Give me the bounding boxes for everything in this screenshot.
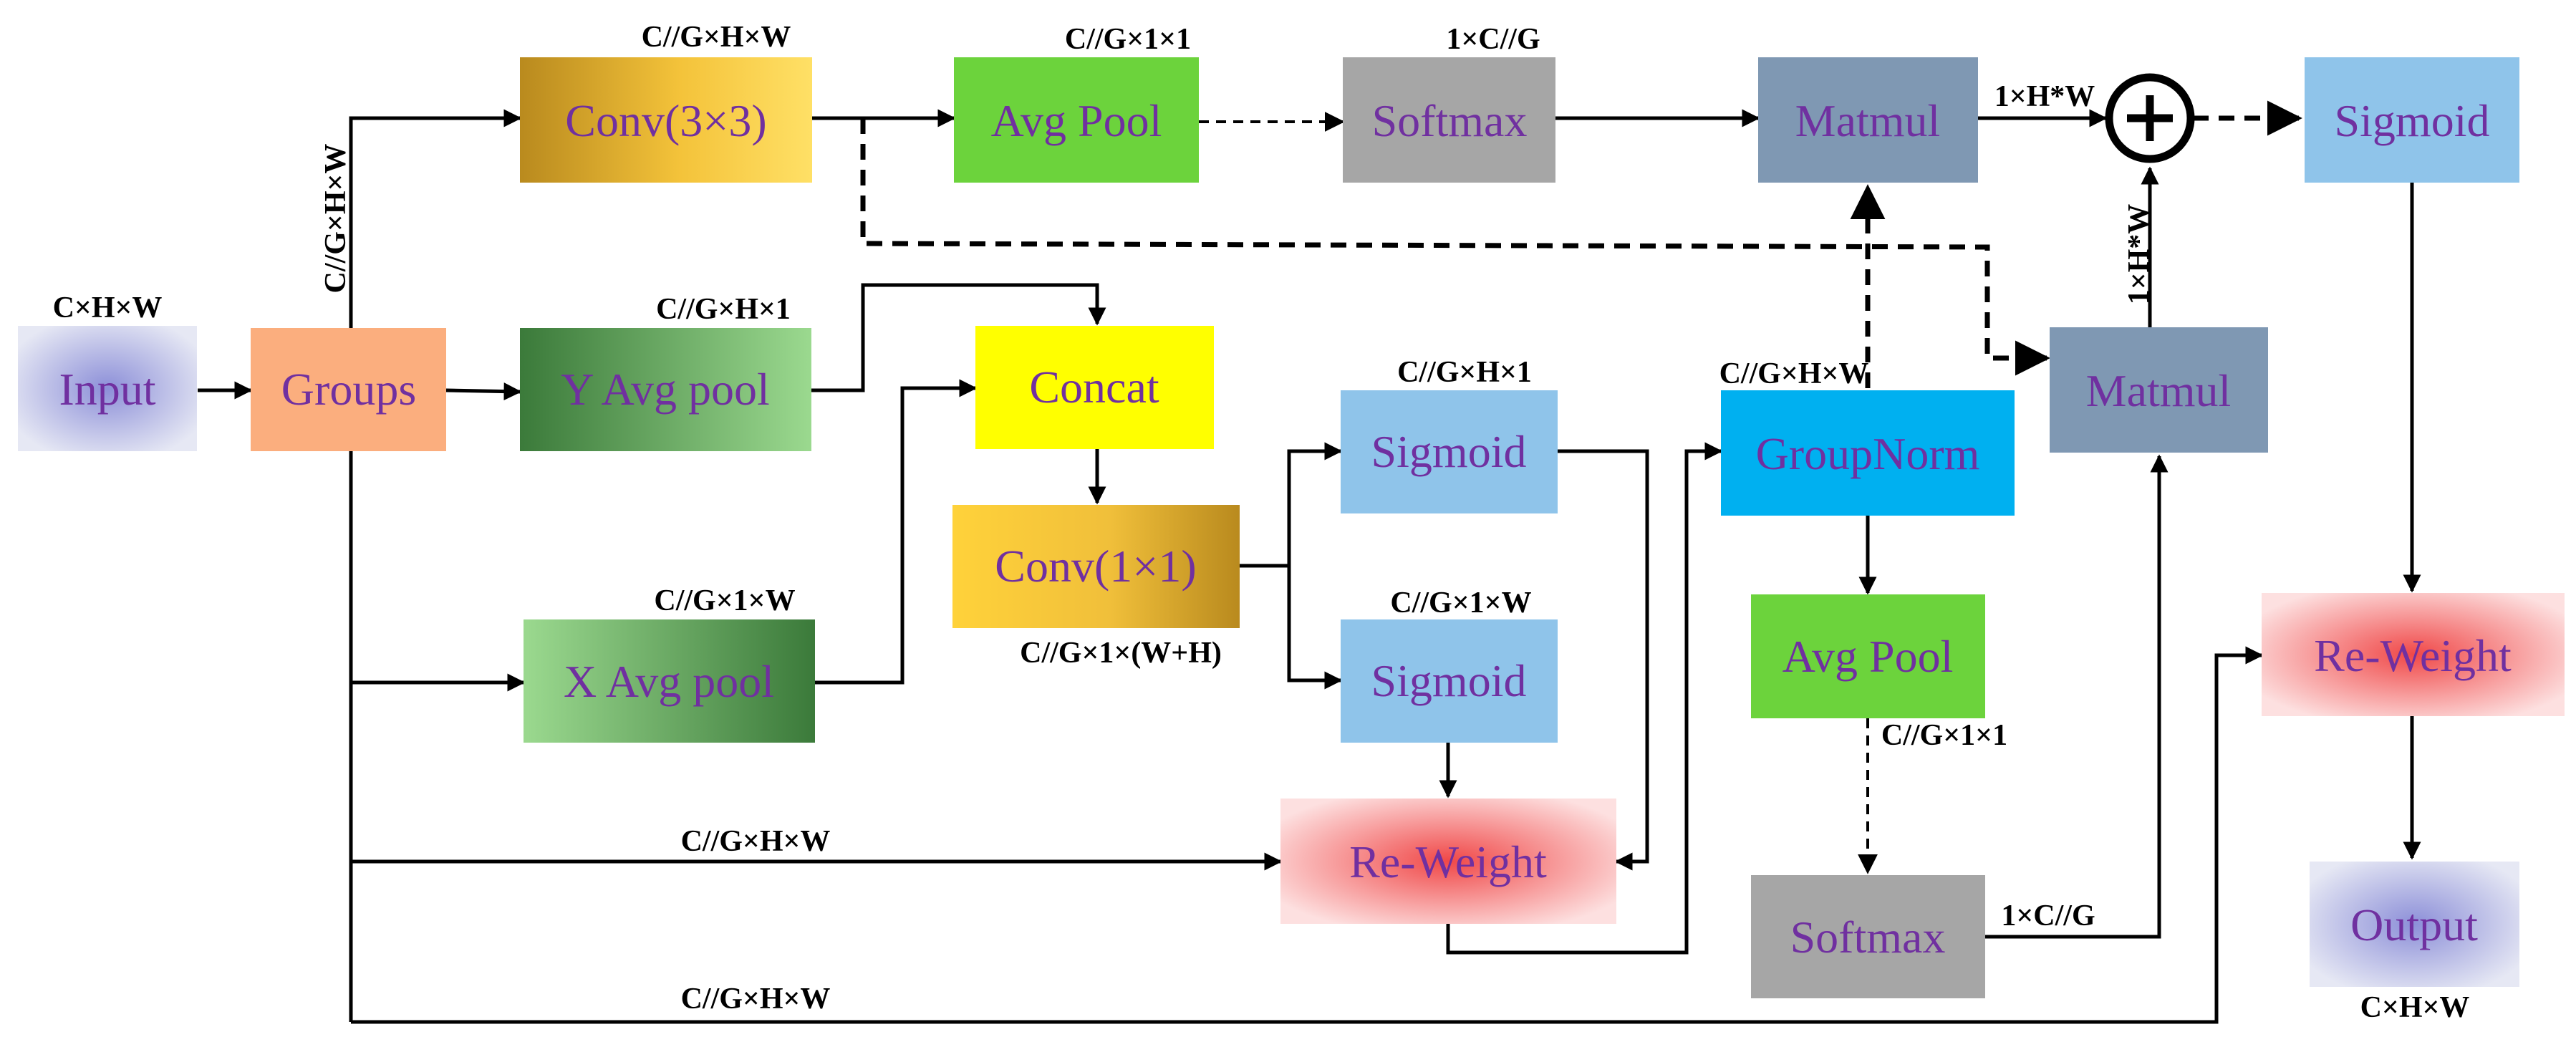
node-matmul-mid-label: Matmul [2086,365,2232,416]
dim-x-avgpool-out: C//G×1×W [654,584,795,617]
node-avgpool-top: Avg Pool [954,57,1199,183]
dim-conv3x3-out: C//G×H×W [642,21,791,54]
node-conv3x3: Conv(3×3) [520,57,812,183]
dim-avgpool-top-out: C//G×1×1 [1065,23,1191,56]
edge-groups-conv3 [349,109,522,329]
node-groupnorm: GroupNorm [1721,390,2015,516]
node-reweight-right: Re-Weight [2262,593,2565,716]
dim-softmax-bottom-out: 1×C//G [2001,899,2095,932]
node-sigmoid-top-label: Sigmoid [2335,95,2490,146]
dim-conv1x1-out: C//G×1×(W+H) [1020,637,1222,670]
node-output-label: Output [2350,899,2478,950]
node-conv3x3-label: Conv(3×3) [565,95,766,146]
dim-y-avgpool-out: C//G×H×1 [656,293,791,326]
node-matmul-top: Matmul [1758,57,1978,183]
node-sigmoid-w: Sigmoid [1341,619,1558,743]
node-avgpool-mid: Avg Pool [1751,594,1985,718]
edge-conv3-matmulmid [860,118,2050,376]
node-softmax-bottom: Softmax [1751,875,1985,998]
edge-sigmoidh-reweight [1558,449,1649,871]
dim-softmax-top-out: 1×C//G [1446,23,1540,56]
node-matmul-top-label: Matmul [1795,95,1941,146]
node-softmax-bottom-label: Softmax [1790,912,1946,963]
node-y-avgpool-label: Y Avg pool [561,364,770,415]
node-sigmoid-h-label: Sigmoid [1371,426,1527,477]
node-avgpool-top-label: Avg Pool [991,95,1162,146]
edge-groups-yavg [445,382,522,401]
node-reweight-mid: Re-Weight [1280,799,1616,924]
edge-trunk-reweight-right [351,646,2264,1024]
node-y-avgpool: Y Avg pool [520,328,811,451]
node-plus [2105,73,2195,163]
dim-skip-bottom: C//G×H×W [681,983,831,1016]
dim-input: C×H×W [53,291,163,324]
node-conv1x1-label: Conv(1×1) [995,541,1196,592]
node-softmax-top: Softmax [1343,57,1555,183]
node-concat: Concat [975,326,1214,449]
edge-conv1-sigmoidh [1287,442,1343,566]
connectors [198,100,2421,1024]
node-concat-label: Concat [1029,362,1159,413]
dim-sigmoid-w-out: C//G×1×W [1390,587,1531,619]
node-groups: Groups [251,328,446,451]
dim-matmul-top-out: 1×H*W [1994,80,2095,113]
node-reweight-mid-label: Re-Weight [1349,836,1547,887]
dim-skip-mid: C//G×H×W [681,825,831,858]
node-reweight-right-label: Re-Weight [2314,630,2512,681]
dim-sigmoid-h-out: C//G×H×1 [1397,356,1532,389]
node-sigmoid-top: Sigmoid [2305,57,2519,183]
dimension-labels: C×H×W C//G×H×W C//G×H×W C//G×1×1 1×C//G … [53,21,2470,1024]
dim-groupnorm-out: C//G×H×W [1719,357,1869,390]
node-groups-label: Groups [281,364,416,415]
edge-softmaxbottom-matmulmid [1985,454,2169,939]
node-matmul-mid: Matmul [2050,327,2268,453]
node-sigmoid-h: Sigmoid [1341,390,1558,513]
dim-matmul-mid-out: 1×H*W [2123,204,2156,305]
node-softmax-top-label: Softmax [1372,95,1528,146]
edge-conv1-sigmoidw [1287,566,1343,690]
node-conv1x1: Conv(1×1) [952,505,1240,628]
node-output: Output [2310,862,2519,987]
node-groupnorm-label: GroupNorm [1756,428,1980,479]
node-input-label: Input [59,364,155,415]
node-sigmoid-w-label: Sigmoid [1371,655,1527,706]
dim-output: C×H×W [2360,991,2470,1024]
dim-groups-out: C//G×H×W [319,144,352,294]
node-input: Input [18,326,197,451]
dim-avgpool-mid-out: C//G×1×1 [1881,719,2007,752]
node-avgpool-mid-label: Avg Pool [1783,631,1954,682]
edge-xavg-concat [815,379,978,685]
edge-reweight-groupnorm [1446,442,1723,955]
edge-yavg-concat [811,283,1106,392]
node-x-avgpool: X Avg pool [524,619,815,743]
node-x-avgpool-label: X Avg pool [564,656,774,707]
